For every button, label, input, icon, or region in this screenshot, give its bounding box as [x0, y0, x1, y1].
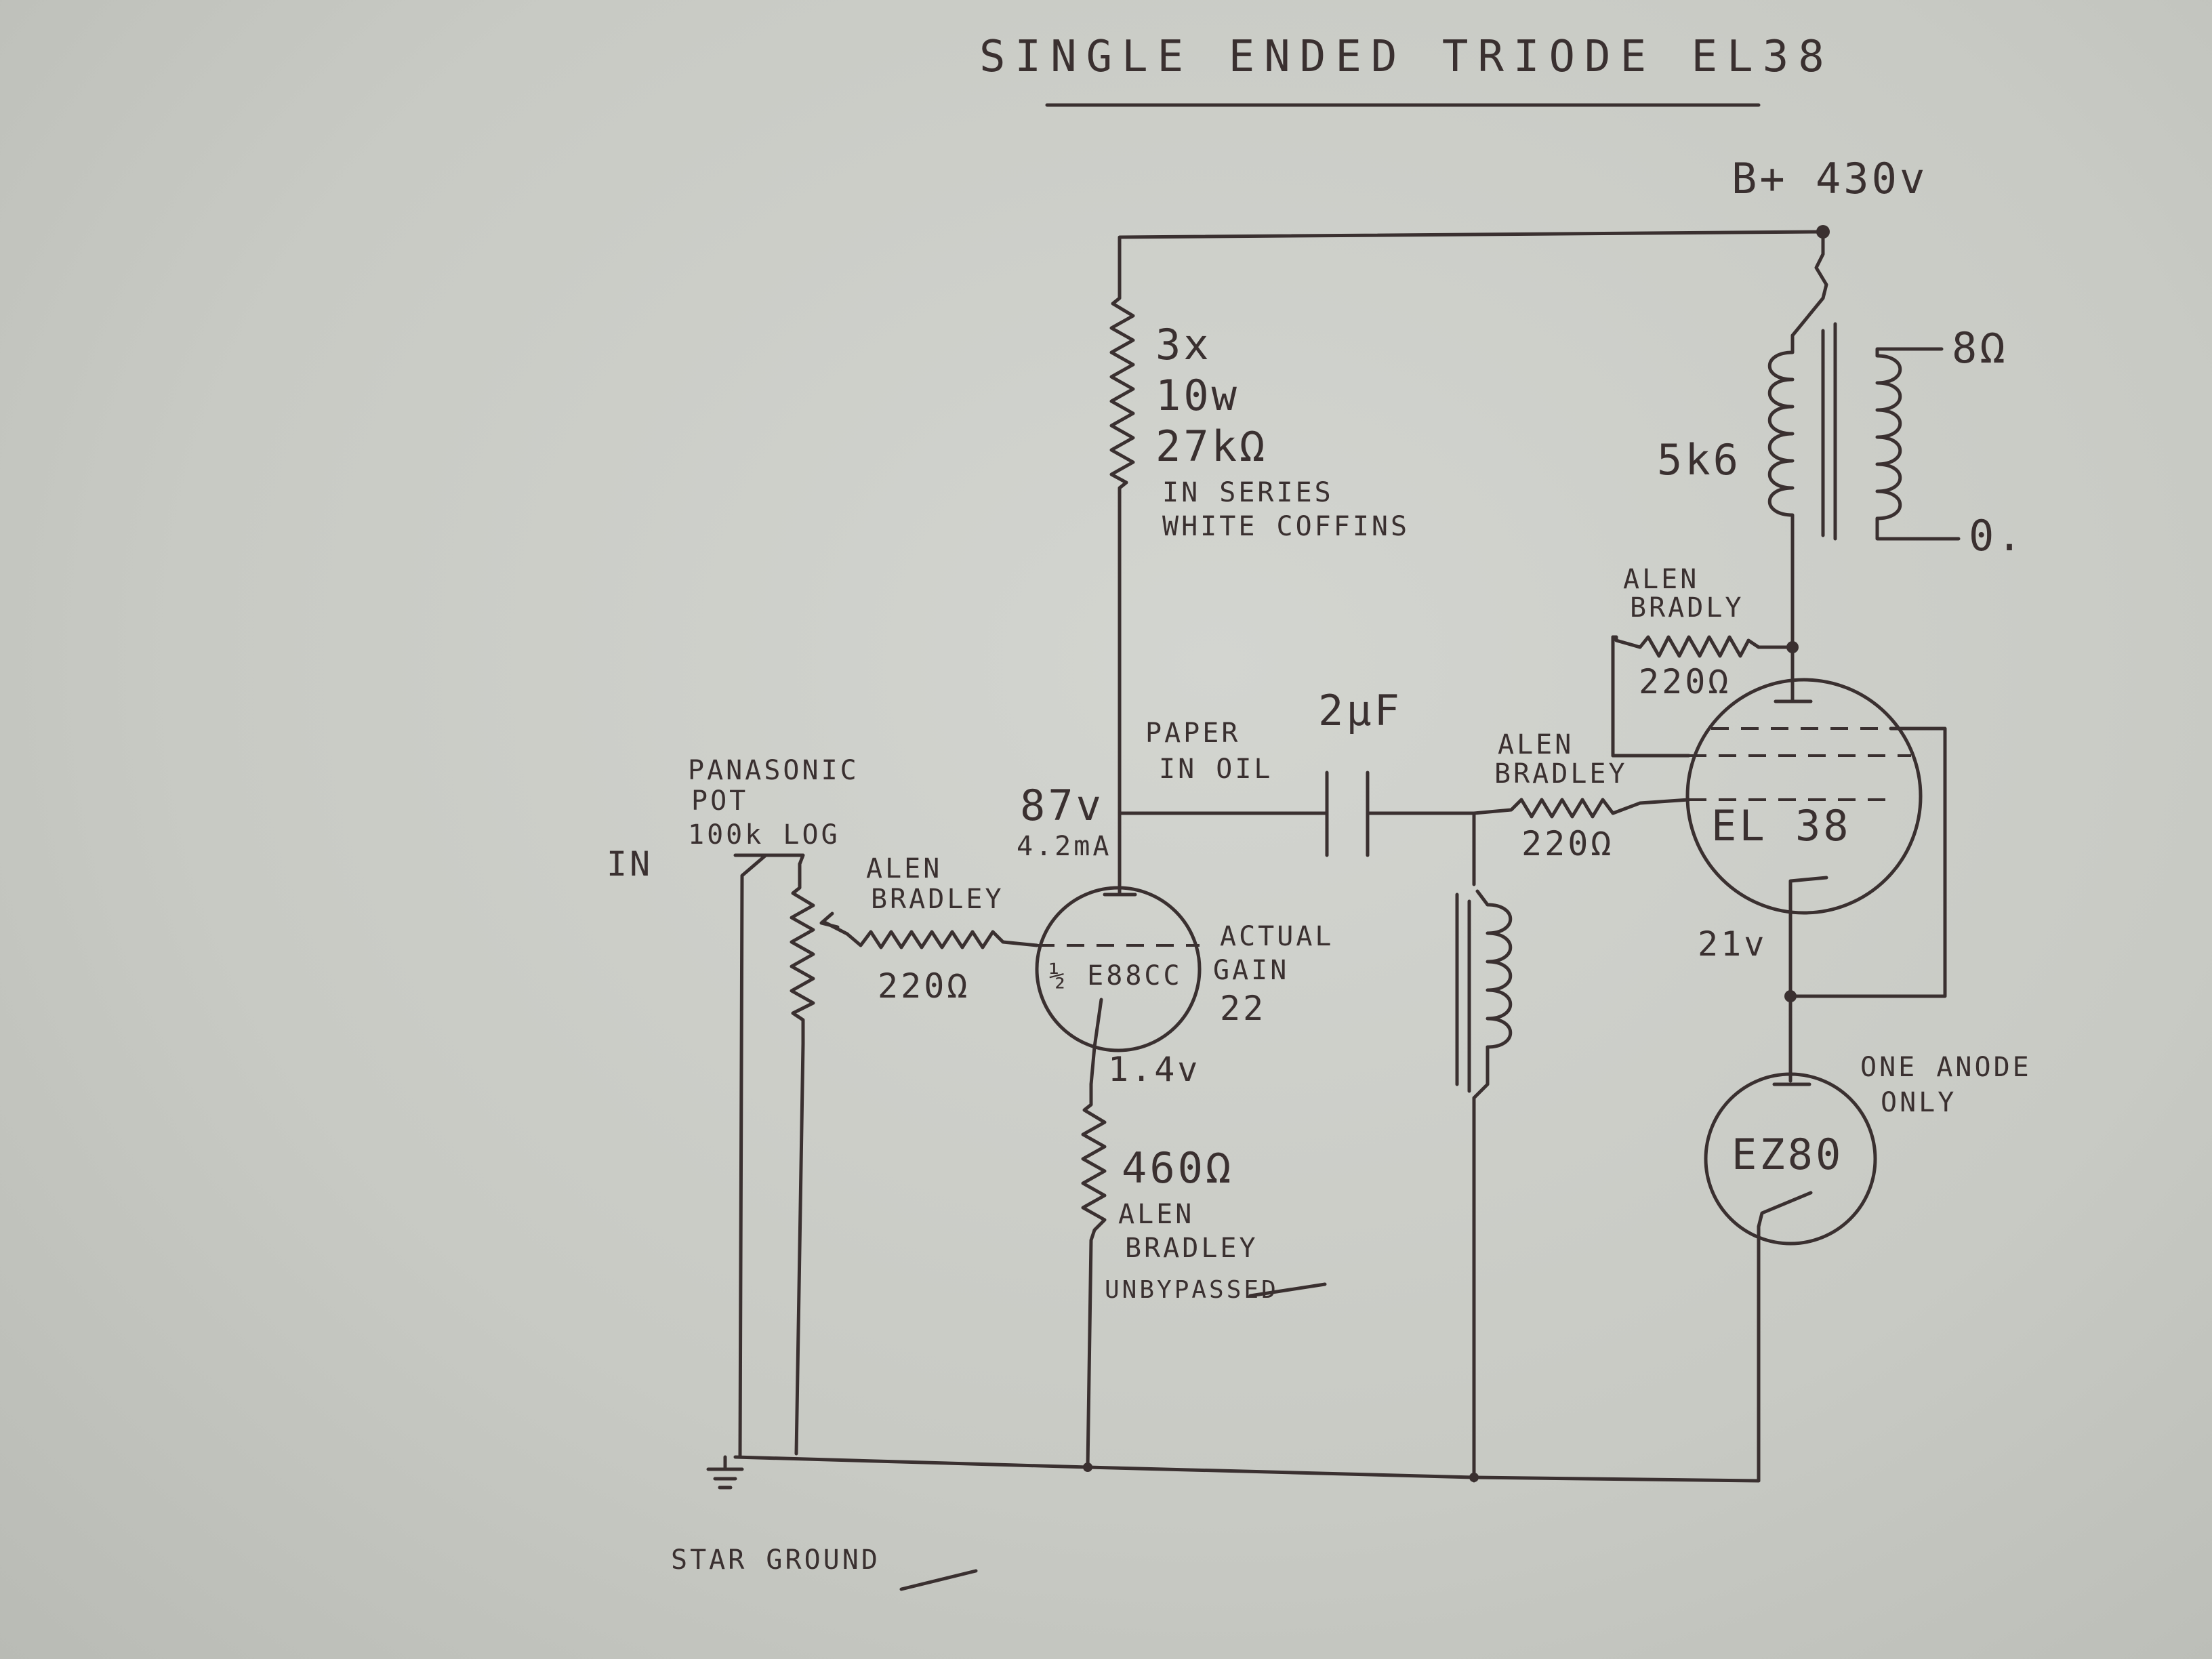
el38-suppressor-tie — [1788, 726, 1947, 998]
ot-secondary-top-lead — [1875, 347, 1944, 358]
star-ground-underline — [899, 1569, 978, 1591]
el38-screen-resistor — [1611, 635, 1795, 758]
screen-resistor-brand-2: BRADLY — [1630, 592, 1744, 623]
star-ground-label: STAR GROUND — [671, 1544, 880, 1576]
e88cc-plate-voltage: 87v — [1020, 781, 1104, 830]
e88cc-tube-envelope — [1035, 886, 1202, 1052]
cathode-resistor-value: 460Ω — [1122, 1143, 1233, 1193]
cathode-resistor-brand-2: BRADLEY — [1125, 1233, 1258, 1264]
plate-resistor-count: 3x — [1155, 320, 1212, 369]
ot-primary-winding — [1767, 333, 1795, 548]
ez80-cathode — [1757, 1191, 1813, 1229]
input-lead-top — [733, 853, 805, 866]
cathode-resistor-note: UNBYPASSED — [1105, 1276, 1279, 1304]
ez80-label: EZ80 — [1732, 1130, 1843, 1179]
plate-resistor-note-coffins: WHITE COFFINS — [1162, 511, 1410, 542]
cathode-resistor-brand-1: ALEN — [1118, 1199, 1194, 1230]
ot-secondary-bottom-lead — [1875, 516, 1961, 541]
grid-resistor-value: 220Ω — [1521, 824, 1614, 863]
ot-secondary-8ohm: 8Ω — [1952, 323, 2008, 373]
input-signal-wire — [738, 853, 768, 1459]
input-label: IN — [607, 844, 653, 884]
pot-value: 100k LOG — [688, 819, 840, 851]
ground-node-cathode — [1083, 1462, 1092, 1472]
e88cc-gain-2: GAIN — [1213, 955, 1289, 986]
ez80-note-1: ONE ANODE — [1860, 1052, 2032, 1083]
ground-node-choke — [1469, 1473, 1479, 1482]
pot-wiper-arrow — [819, 912, 840, 929]
grid-resistor-brand-2: BRADLEY — [1494, 758, 1628, 790]
grid-choke-ground-wire — [1472, 1045, 1490, 1483]
el38-label: EL 38 — [1711, 801, 1851, 851]
e88cc-gain-1: ACTUAL — [1220, 921, 1334, 952]
e88cc-cathode-voltage: 1.4v — [1108, 1050, 1200, 1089]
e88cc-cathode — [1089, 998, 1103, 1086]
e88cc-plate-current: 4.2mA — [1017, 831, 1111, 862]
pot-type: POT — [691, 785, 748, 817]
el38-cathode-voltage: 21v — [1698, 924, 1767, 964]
el38-grid-resistor — [1472, 798, 1691, 819]
e88cc-grid-resistor-brand-2: BRADLEY — [871, 884, 1004, 915]
schematic-title: SINGLE ENDED TRIODE EL38 — [979, 32, 1834, 82]
bplus-rail — [1118, 230, 1825, 249]
ot-primary-impedance: 5k6 — [1657, 435, 1741, 485]
e88cc-grid-resistor — [821, 920, 1039, 949]
ot-secondary-0: 0. — [1969, 511, 2025, 560]
coupling-cap-type-2: IN OIL — [1159, 754, 1273, 785]
plate-resistor-value: 27kΩ — [1155, 422, 1267, 471]
screen-resistor-brand-1: ALEN — [1623, 564, 1699, 595]
el38-cathode — [1788, 876, 1828, 998]
e88cc-grid-resistor-brand-1: ALEN — [866, 853, 942, 884]
plate-resistor-power: 10w — [1155, 371, 1240, 420]
e88cc-label: ½ E88CC — [1049, 960, 1183, 991]
grid-choke-lead-join — [1475, 889, 1490, 907]
ez80-note-2: ONLY — [1881, 1087, 1957, 1118]
ground-bus — [733, 1455, 1761, 1483]
e88cc-grid-resistor-value: 220Ω — [878, 966, 970, 1006]
screen-resistor-value: 220Ω — [1639, 662, 1731, 701]
plate-resistor-note-series: IN SERIES — [1162, 477, 1334, 508]
ez80-tube-envelope — [1704, 1072, 1877, 1246]
plate-resistor — [1109, 245, 1135, 815]
bplus-label: B+ 430v — [1732, 154, 1927, 203]
e88cc-gain-3: 22 — [1220, 989, 1266, 1028]
coupling-cap-value: 2µF — [1318, 686, 1402, 735]
el38-tube-envelope — [1685, 678, 1923, 915]
grid-resistor-brand-1: ALEN — [1498, 729, 1574, 760]
input-pot-track — [790, 862, 815, 1456]
ot-primary-lead-top — [1790, 230, 1828, 337]
grid-choke-winding — [1486, 903, 1513, 1049]
coupling-cap-type-1: PAPER — [1145, 718, 1240, 749]
pot-make: PANASONIC — [688, 755, 859, 786]
unbypassed-underline — [1248, 1282, 1327, 1298]
ot-secondary-winding — [1875, 354, 1902, 520]
cathode-resistor — [1081, 1082, 1107, 1469]
